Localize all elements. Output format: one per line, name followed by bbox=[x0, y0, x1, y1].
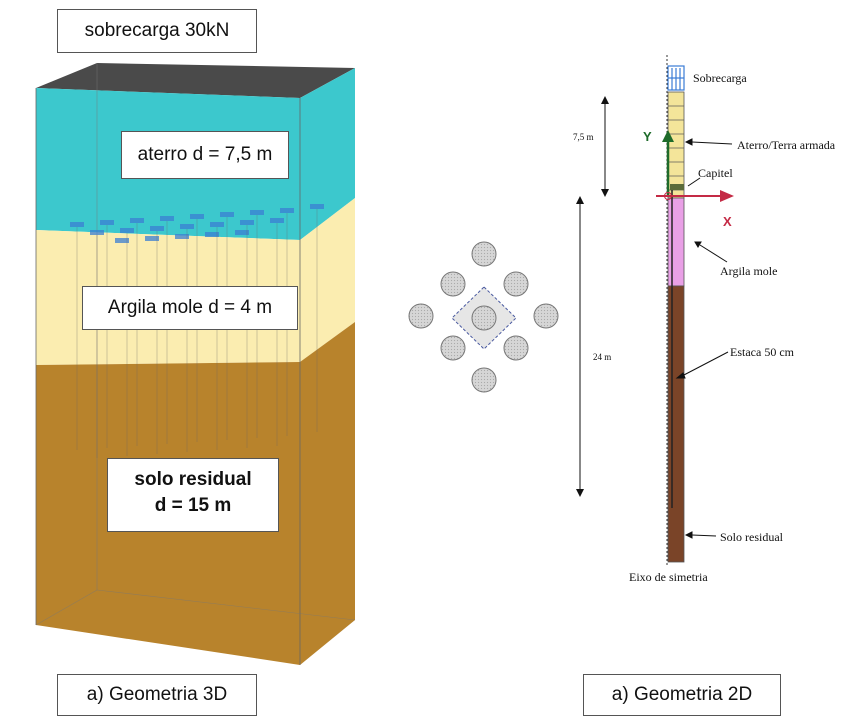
solo-label-line2: d = 15 m bbox=[154, 495, 232, 516]
top-surface bbox=[36, 63, 355, 98]
label-eixo-2d: Eixo de simetria bbox=[629, 570, 708, 584]
layer-solo-residual-label: solo residual d = 15 m bbox=[107, 458, 279, 532]
fill-column-2d bbox=[667, 91, 685, 199]
pile-right bbox=[533, 303, 559, 329]
layer-aterro-label: aterro d = 7,5 m bbox=[121, 131, 289, 179]
pile-center bbox=[471, 305, 497, 331]
leader-aterro bbox=[691, 141, 733, 145]
leader-estaca bbox=[681, 351, 729, 377]
label-capitel-2d: Capitel bbox=[698, 166, 733, 180]
label-estaca-2d: Estaca 50 cm bbox=[730, 345, 794, 359]
dim-pile-length: 24 m bbox=[593, 352, 612, 362]
axis-x-label: X bbox=[723, 214, 732, 229]
leader-argila bbox=[699, 244, 728, 263]
caption-3d: a) Geometria 3D bbox=[57, 674, 257, 716]
piles bbox=[76, 209, 318, 458]
pile-bottom-right bbox=[503, 335, 529, 361]
label-solo-2d: Solo residual bbox=[720, 530, 783, 544]
label-aterro-2d: Aterro/Terra armada bbox=[737, 138, 836, 152]
pile-top bbox=[471, 241, 497, 267]
layer-argila-label: Argila mole d = 4 m bbox=[82, 286, 298, 330]
caption-2d: a) Geometria 2D bbox=[583, 674, 781, 716]
label-argila-2d: Argila mole bbox=[720, 264, 778, 278]
leader-solo bbox=[691, 534, 717, 537]
pile-top-left bbox=[440, 271, 466, 297]
pile-top-right bbox=[503, 271, 529, 297]
pile-caps bbox=[70, 204, 324, 243]
capitel-2d bbox=[670, 184, 684, 190]
label-sobrecarga-2d: Sobrecarga bbox=[693, 71, 747, 85]
pile-bottom bbox=[471, 367, 497, 393]
leader-capitel bbox=[687, 177, 701, 187]
surcharge-label-box: sobrecarga 30kN bbox=[57, 9, 257, 53]
pile-left bbox=[408, 303, 434, 329]
solo-label-line1: solo residual bbox=[134, 469, 252, 490]
dim-fill-height: 7,5 m bbox=[573, 132, 594, 142]
residual-column-2d bbox=[667, 285, 685, 563]
axis-y-label: Y bbox=[643, 129, 652, 144]
pile-bottom-left bbox=[440, 335, 466, 361]
clay-column-2d bbox=[667, 197, 685, 287]
